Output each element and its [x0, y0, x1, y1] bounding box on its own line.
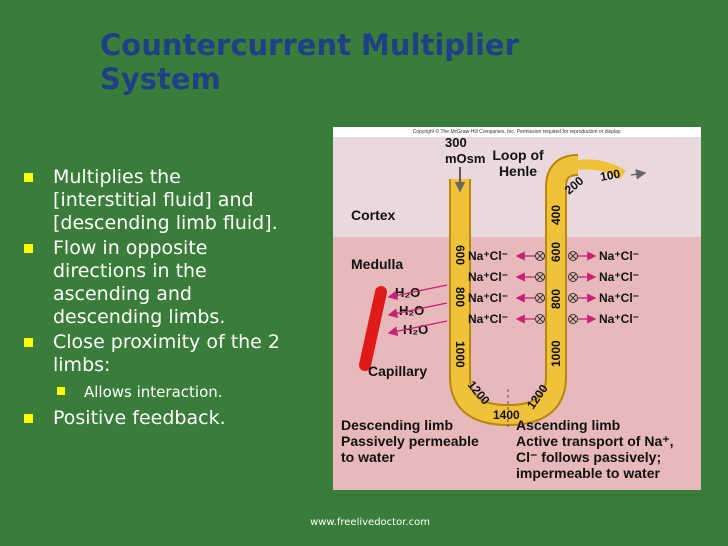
osmolarity-asc-100: 100 [599, 167, 621, 184]
ascending-limb-title: Ascending limb [516, 417, 620, 433]
descending-limb-title: Descending limb [341, 417, 453, 433]
slide-title: Countercurrent Multiplier System [100, 28, 519, 96]
nacl-label: Na⁺Cl⁻ [599, 270, 639, 284]
nacl-label: Na⁺Cl⁻ [599, 249, 639, 263]
distal-tubule [577, 159, 626, 180]
capillary-label: Capillary [368, 363, 427, 379]
bullet-item: Flow in opposite directions in the ascen… [22, 237, 287, 329]
osmolarity-desc-1000: 1000 [453, 341, 467, 368]
water-arrow [387, 284, 448, 301]
medulla-label: Medulla [351, 256, 403, 272]
ascending-limb-desc-line-1: Active transport of Na⁺, [516, 433, 674, 449]
cortex-label: Cortex [351, 207, 396, 223]
henle-label: Henle [499, 163, 537, 179]
footer-url: www.freelivedoctor.com [310, 517, 430, 528]
osmolarity-asc-600: 600 [549, 242, 563, 262]
slide-title-line-2: System [100, 62, 221, 96]
nacl-label: Na⁺Cl⁻ [599, 312, 639, 326]
descending-limb-desc-line-2: to water [341, 449, 395, 465]
nacl-label: Na⁺Cl⁻ [468, 249, 508, 263]
loop-of-henle-tubule [451, 156, 579, 425]
bullet-item: Positive feedback. [22, 407, 287, 430]
nacl-label: Na⁺Cl⁻ [468, 270, 508, 284]
transporter-symbols [535, 251, 578, 324]
slide-title-line-1: Countercurrent Multiplier [100, 28, 519, 62]
osmolarity-desc-800: 800 [453, 287, 467, 307]
cortex-region [333, 137, 701, 237]
outflow-arrow [630, 169, 647, 180]
bullet-list: Multiplies the [interstitial fluid] and … [22, 166, 287, 432]
label-mosm: mOsm [445, 151, 485, 166]
osmolarity-asc-800: 800 [549, 289, 563, 309]
label-300: 300 [445, 135, 467, 150]
loop-of-henle-diagram: Copyright © The McGraw-Hill Companies, I… [333, 127, 701, 490]
copyright-text: Copyright © The McGraw-Hill Companies, I… [413, 128, 622, 135]
water-arrow [387, 302, 448, 319]
ascending-limb-desc-line-2: Cl⁻ follows passively; [516, 449, 661, 465]
bullet-item: Close proximity of the 2 limbs: [22, 331, 287, 377]
bullet-item: Multiplies the [interstitial fluid] and … [22, 166, 287, 235]
capillary-vessel [359, 286, 387, 371]
sub-bullet-item: Allows interaction. [22, 381, 287, 403]
descending-limb-desc-line-1: Passively permeable [341, 433, 479, 449]
water-arrow [387, 320, 448, 337]
osmolarity-asc-400: 400 [549, 205, 563, 225]
ascending-limb-desc-line-3: impermeable to water [516, 465, 660, 481]
nacl-label: Na⁺Cl⁻ [468, 312, 508, 326]
nacl-label: Na⁺Cl⁻ [599, 291, 639, 305]
nacl-label: Na⁺Cl⁻ [468, 291, 508, 305]
osmolarity-asc-1000: 1000 [549, 340, 563, 367]
loop-of-henle-label: Loop of [492, 147, 544, 163]
osmolarity-desc-600: 600 [453, 245, 467, 265]
osmolarity-bottom-1400: 1400 [493, 408, 520, 422]
